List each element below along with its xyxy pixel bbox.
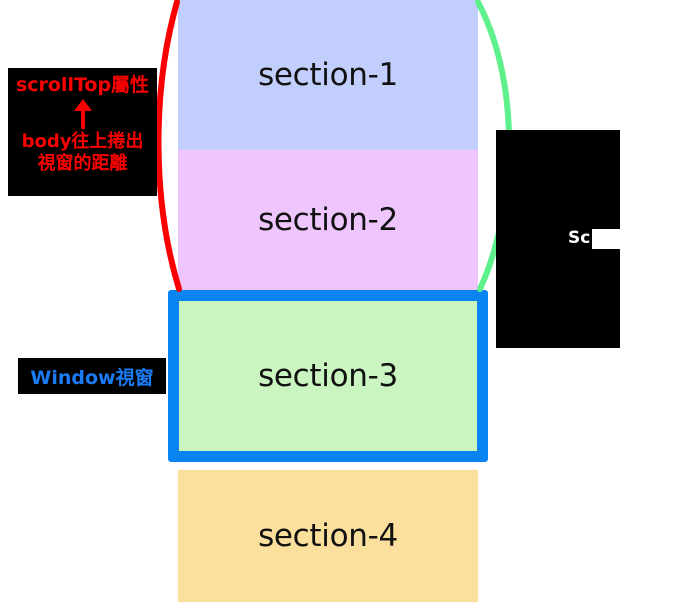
white-occluder-bar [592, 229, 662, 249]
section-4-block: section-4 [178, 470, 478, 602]
section-4-label: section-4 [258, 518, 398, 554]
scrolltop-desc-line-1: body往上捲出 [21, 131, 144, 152]
section-1-block: section-1 [178, 0, 478, 150]
up-arrow-glyph [73, 99, 92, 129]
window-annotation-label: Window視窗 [30, 366, 154, 389]
up-arrow-icon [8, 97, 157, 131]
scrolltop-desc-line-2: 視窗的距離 [37, 153, 128, 174]
section-1-label: section-1 [258, 57, 398, 93]
window-annotation-box: Window視窗 [18, 358, 166, 394]
right-annotation-label: Sc [568, 228, 591, 248]
section-3-block: section-3 [179, 301, 477, 451]
scrolltop-title: scrollTop屬性 [15, 74, 150, 96]
window-viewport-frame: section-3 [168, 290, 488, 462]
section-2-block: section-2 [178, 150, 478, 290]
section-2-label: section-2 [258, 202, 398, 238]
left-red-brace-icon [155, 0, 182, 292]
section-3-label: section-3 [258, 358, 398, 394]
scrolltop-annotation-box: scrollTop屬性 body往上捲出 視窗的距離 [8, 68, 157, 196]
